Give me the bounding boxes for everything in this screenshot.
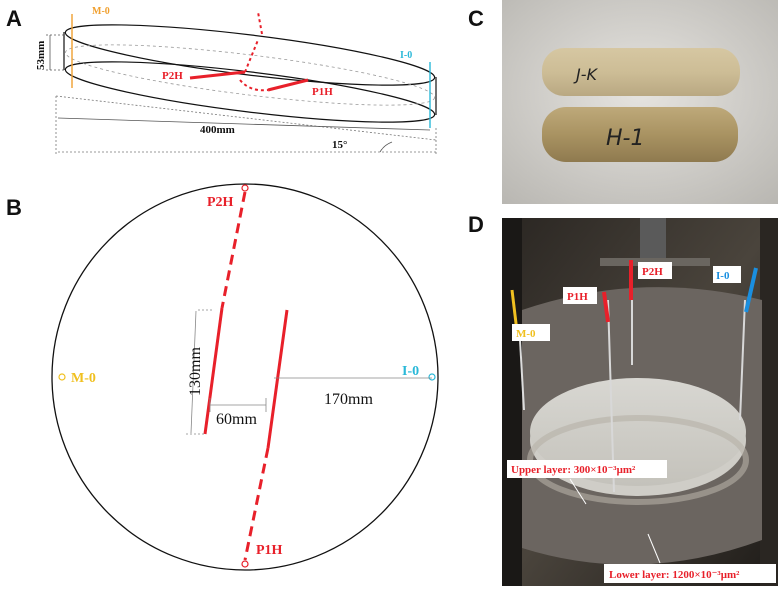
label-box-lower-layer bbox=[604, 564, 776, 583]
panel-a: A M-0 I-0 P2H P1H 53mm bbox=[6, 6, 437, 154]
panel-letter-c: C bbox=[468, 6, 484, 31]
panel-c: C J-K H-1 bbox=[468, 0, 778, 204]
upper-layer-label: Upper layer: 300×10⁻³μm² bbox=[511, 464, 636, 476]
well-m0-label-d: M-0 bbox=[516, 328, 536, 340]
cylinder-top-ellipse bbox=[64, 24, 436, 86]
label-box-upper-layer bbox=[507, 460, 667, 478]
well-p1h-solid-b bbox=[266, 309, 289, 449]
label-box-p2h bbox=[638, 262, 672, 279]
dim-offset-label-b: 170mm bbox=[324, 391, 373, 408]
lower-layer-pointer bbox=[647, 533, 661, 564]
core-photo bbox=[502, 0, 778, 204]
panel-letter-a: A bbox=[6, 6, 22, 31]
marker-i0 bbox=[744, 267, 758, 313]
frame-left bbox=[502, 218, 522, 586]
well-i0-label-b: I-0 bbox=[402, 364, 419, 379]
label-box-i0 bbox=[713, 266, 741, 283]
rod-m0 bbox=[519, 339, 525, 411]
well-p2h-solid-b bbox=[203, 307, 224, 435]
length-dimension-a bbox=[55, 95, 437, 154]
well-p2h-top-a bbox=[257, 11, 263, 35]
cylinder-model bbox=[63, 24, 437, 123]
core-sample-bottom bbox=[542, 107, 738, 162]
well-p2h-label-b: P2H bbox=[207, 195, 234, 210]
frame-right bbox=[760, 218, 778, 586]
well-p2h-horizontal-a bbox=[189, 70, 246, 80]
label-box-m0 bbox=[512, 324, 550, 341]
well-p2h-label-a: P2H bbox=[162, 70, 183, 82]
well-i0-label-d: I-0 bbox=[716, 270, 730, 282]
well-p1h-label-d: P1H bbox=[567, 291, 588, 303]
panel-b: B P2H P1H M-0 I-0 130mm 60mm 170mm bbox=[6, 183, 439, 571]
dimension-lines-b bbox=[186, 309, 432, 435]
core-sample-top bbox=[542, 48, 740, 96]
well-m0-label-b: M-0 bbox=[71, 371, 96, 386]
lower-layer-label: Lower layer: 1200×10⁻³μm² bbox=[609, 569, 740, 581]
well-p2h-label-d: P2H bbox=[642, 266, 663, 278]
label-box-p1h bbox=[563, 287, 597, 304]
length-label-a: 400mm bbox=[200, 124, 235, 136]
well-i0-marker-b bbox=[428, 373, 436, 381]
well-p2h-marker-b bbox=[241, 184, 249, 192]
panel-d: D M-0 P1H P2H I-0 Upper layer: 300×10⁻³μ… bbox=[468, 212, 778, 586]
panel-letter-b: B bbox=[6, 195, 22, 220]
upper-layer-pointer bbox=[569, 478, 587, 505]
well-p1h-label-b: P1H bbox=[256, 543, 283, 558]
well-p1h-curve-a bbox=[239, 79, 269, 92]
well-p1h-marker-b bbox=[241, 560, 249, 568]
height-dimension-a bbox=[46, 34, 64, 71]
well-m0-marker-b bbox=[58, 373, 66, 381]
model-top bbox=[530, 378, 746, 486]
well-p1h-dashed-b bbox=[243, 447, 270, 561]
panel-letter-d: D bbox=[468, 212, 484, 237]
cylinder-bottom-ellipse bbox=[64, 61, 436, 123]
marker-p1h bbox=[602, 291, 610, 323]
dim-length-label-b: 130mm bbox=[187, 347, 204, 396]
well-m0-label-a: M-0 bbox=[92, 6, 110, 17]
cylinder-mid-layer bbox=[64, 44, 436, 106]
angle-label-a: 15° bbox=[332, 139, 347, 151]
dim-spacing-label-b: 60mm bbox=[216, 411, 257, 428]
well-i0-label-a: I-0 bbox=[400, 50, 412, 61]
angle-arc-a bbox=[379, 141, 393, 153]
core-label-bottom: H-1 bbox=[606, 126, 644, 151]
core-label-top: J-K bbox=[573, 65, 598, 84]
well-p1h-label-a: P1H bbox=[312, 86, 333, 98]
rod-i0 bbox=[739, 299, 746, 421]
well-p2h-dashed-b bbox=[220, 191, 247, 309]
well-p1h-horizontal-a bbox=[267, 78, 309, 92]
boundary-circle-b bbox=[51, 183, 439, 571]
height-label-a: 53mm bbox=[35, 41, 47, 70]
